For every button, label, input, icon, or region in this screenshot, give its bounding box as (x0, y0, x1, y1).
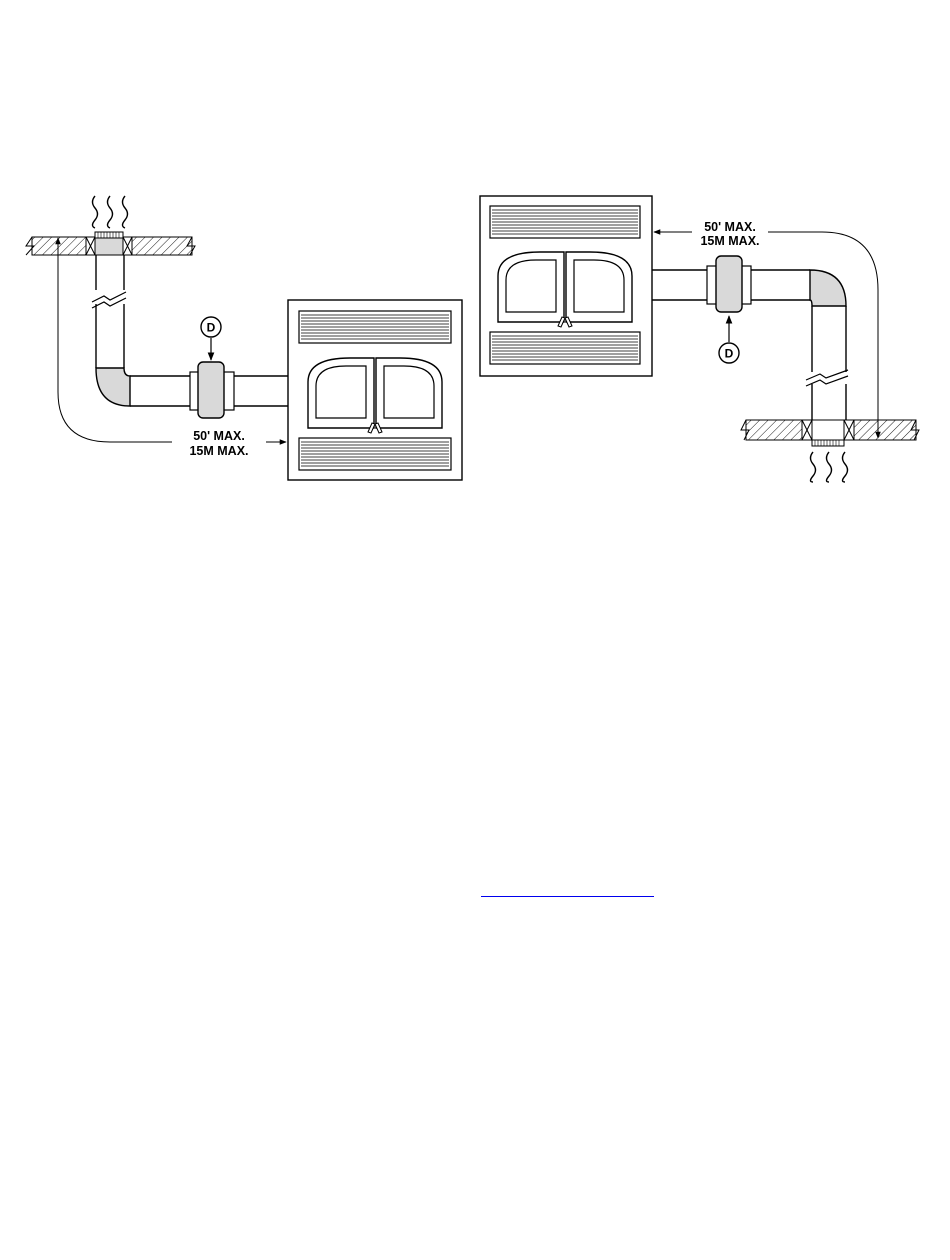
bottom-louver-grille (299, 438, 451, 470)
callout-d-label: D (207, 321, 216, 335)
right-installation-diagram: D (480, 196, 919, 482)
distance-label-line-1: 50' MAX. (704, 220, 756, 234)
ceiling-section (26, 232, 195, 255)
elbow-fitting (96, 368, 130, 406)
hyperlink-underline[interactable] (481, 896, 654, 897)
floor-section (741, 420, 919, 446)
left-installation-diagram: D 50' MAX. 15M MAX. (26, 196, 462, 480)
fireplace-unit (288, 300, 462, 480)
callout-d-label: D (725, 347, 734, 361)
distance-label-line-2: 15M MAX. (189, 444, 248, 458)
dimension-line (58, 238, 286, 442)
distance-label-line-1: 50' MAX. (193, 429, 245, 443)
heat-waves-icon (93, 196, 128, 228)
top-louver-grille (299, 311, 451, 343)
bottom-louver-grille (490, 332, 640, 364)
damper-d: D (190, 317, 234, 418)
heat-waves-icon (811, 452, 848, 482)
distance-label-line-2: 15M MAX. (700, 234, 759, 248)
vertical-duct (806, 306, 848, 420)
vertical-duct (92, 255, 126, 368)
dimension-line (654, 232, 878, 438)
top-louver-grille (490, 206, 640, 238)
damper-d: D (707, 256, 751, 363)
fireplace-unit (480, 196, 652, 376)
elbow-fitting (810, 270, 846, 306)
